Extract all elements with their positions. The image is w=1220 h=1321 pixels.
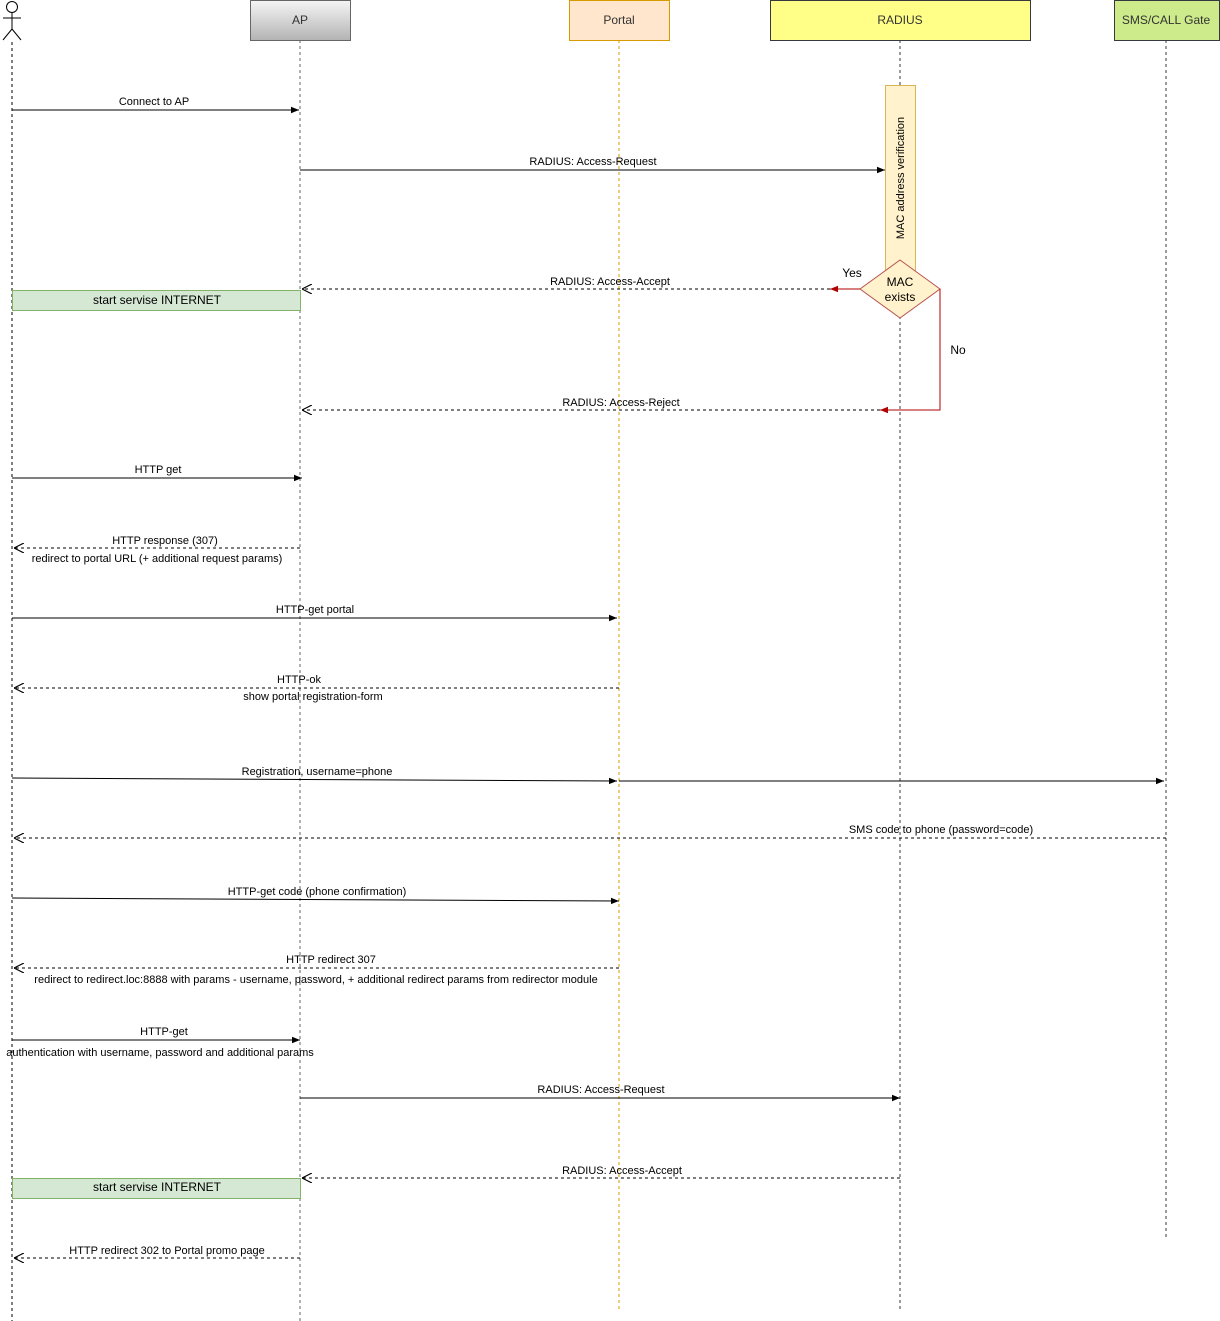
msg-label: HTTP redirect 302 to Portal promo page: [69, 1245, 264, 1257]
msg-sublabel: redirect to portal URL (+ additional req…: [32, 553, 283, 565]
msg-sublabel: redirect to redirect.loc:8888 with param…: [34, 974, 597, 986]
msg-label: RADIUS: Access-Request: [537, 1084, 664, 1096]
radius-box: [770, 0, 1031, 41]
sms-label: SMS/CALL Gate: [1122, 13, 1211, 27]
radius-label: RADIUS: [877, 13, 922, 27]
mac-exists-decision: MAC exists: [859, 259, 941, 319]
msg-label: HTTP get: [135, 464, 182, 476]
note-label: start servise INTERNET: [93, 1180, 222, 1194]
msg-registration: [11, 777, 618, 785]
portal-box: [569, 0, 670, 41]
msg-http-get-code: [11, 897, 620, 905]
ap-label: AP: [292, 13, 308, 27]
msg-label: HTTP response (307): [112, 535, 218, 547]
decision-line1: MAC: [887, 275, 914, 289]
no-label: No: [950, 343, 966, 357]
msg-label: HTTP-get code (phone confirmation): [228, 886, 407, 898]
note-label: start servise INTERNET: [93, 293, 222, 307]
yes-label: Yes: [842, 266, 862, 280]
note-start-internet-2: start servise INTERNET: [12, 1178, 301, 1199]
portal-label: Portal: [603, 13, 634, 27]
msg-label: RADIUS: Access-Accept: [562, 1165, 682, 1177]
msg-label: RADIUS: Access-Request: [529, 156, 656, 168]
note-start-internet-1: start servise INTERNET: [12, 290, 301, 311]
no-branch-line: [880, 289, 941, 414]
participant-radius: RADIUS: [770, 0, 1031, 41]
mac-verification-activation: MAC address verification: [885, 85, 916, 271]
msg-label: HTTP-ok: [277, 674, 322, 686]
msg-label: HTTP-get portal: [276, 604, 354, 616]
participant-ap: AP: [250, 0, 351, 41]
ap-box: [250, 0, 351, 41]
msg-label: SMS code to phone (password=code): [849, 824, 1033, 836]
participant-sms: SMS/CALL Gate: [1114, 0, 1220, 41]
msg-label: RADIUS: Access-Reject: [562, 397, 679, 409]
msg-label: Registration, username=phone: [242, 766, 393, 778]
activation-label: MAC address verification: [895, 117, 907, 239]
msg-label: HTTP-get: [140, 1026, 188, 1038]
sms-box: [1114, 0, 1220, 41]
participant-portal: Portal: [569, 0, 670, 41]
msg-label: HTTP redirect 307: [286, 954, 376, 966]
actor-icon: [2, 1, 22, 41]
msg-label: Connect to AP: [119, 96, 189, 108]
msg-sublabel: show portal registration-form: [243, 691, 382, 703]
decision-line2: exists: [885, 290, 916, 304]
msg-sublabel: authentication with username, password a…: [6, 1047, 314, 1059]
msg-label: RADIUS: Access-Accept: [550, 276, 670, 288]
